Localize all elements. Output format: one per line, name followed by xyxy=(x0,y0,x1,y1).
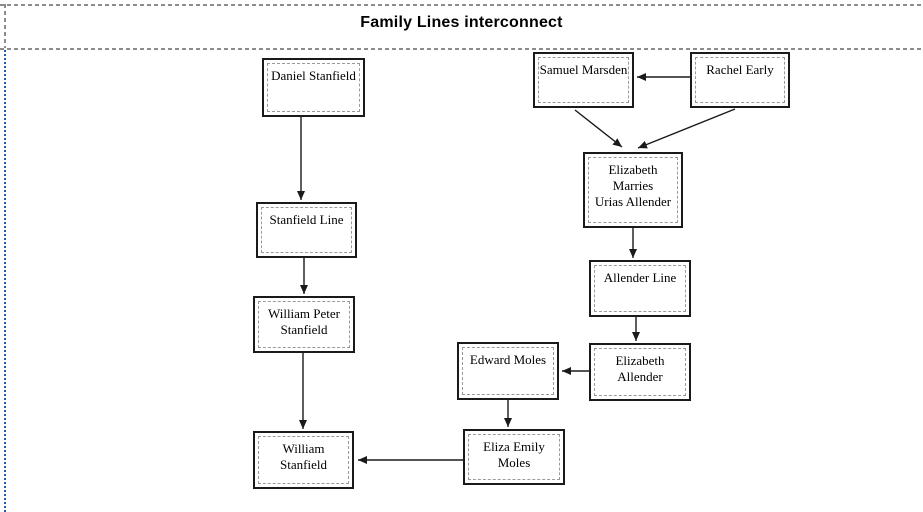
node-label: Samuel Marsden xyxy=(539,62,628,77)
title-separator xyxy=(0,48,923,50)
node-label: Rachel Early xyxy=(706,62,774,77)
node-daniel-stanfield[interactable]: Daniel Stanfield xyxy=(262,58,365,117)
node-stanfield-line[interactable]: Stanfield Line xyxy=(256,202,357,258)
node-william-peter-stanfield[interactable]: William Peter Stanfield xyxy=(253,296,355,353)
node-label: William Peter Stanfield xyxy=(267,306,341,337)
node-eliza-emily-moles[interactable]: Eliza Emily Moles xyxy=(463,429,565,485)
node-william-stanfield[interactable]: William Stanfield xyxy=(253,431,354,489)
node-rachel-early[interactable]: Rachel Early xyxy=(690,52,790,108)
node-label: Elizabeth Marries Urias Allender xyxy=(594,162,672,209)
page-title: Family Lines interconnect xyxy=(360,14,563,31)
node-elizabeth-marries-urias-allender[interactable]: Elizabeth Marries Urias Allender xyxy=(583,152,683,228)
connector-rachel-early-to-elizabeth-marries-urias-allender[interactable] xyxy=(637,108,736,149)
node-label: William Stanfield xyxy=(280,441,327,472)
page-boundary-top xyxy=(0,4,923,6)
connector-samuel-marsden-to-elizabeth-marries-urias-allender[interactable] xyxy=(574,109,623,148)
node-elizabeth-allender[interactable]: Elizabeth Allender xyxy=(589,343,691,401)
page-boundary-left-title xyxy=(4,4,6,48)
node-label: Eliza Emily Moles xyxy=(483,439,545,470)
node-samuel-marsden[interactable]: Samuel Marsden xyxy=(533,52,634,108)
node-label: Daniel Stanfield xyxy=(271,68,356,83)
node-label: Allender Line xyxy=(603,270,677,285)
node-label: Elizabeth Allender xyxy=(615,353,665,384)
page-guide-left xyxy=(4,50,6,512)
node-allender-line[interactable]: Allender Line xyxy=(589,260,691,317)
node-label: Stanfield Line xyxy=(269,212,344,227)
node-label: Edward Moles xyxy=(469,352,547,367)
node-edward-moles[interactable]: Edward Moles xyxy=(457,342,559,400)
